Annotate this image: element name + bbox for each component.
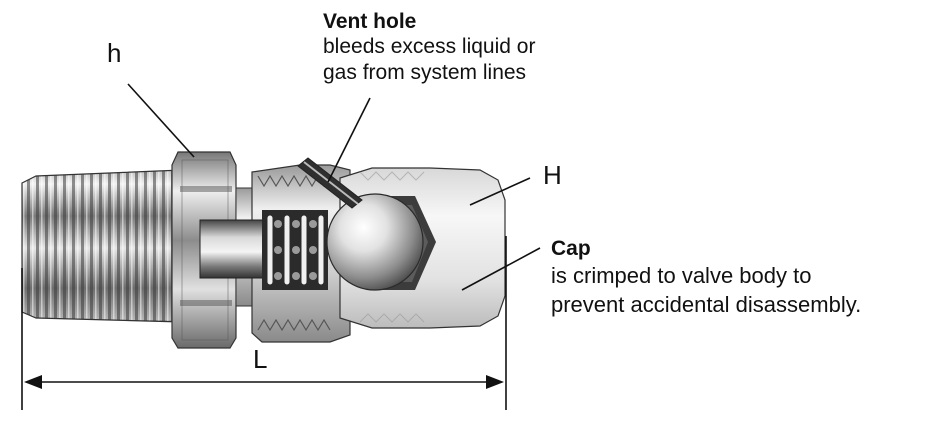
cap-desc-line-1: is crimped to valve body to [551,263,812,288]
leader-h [127,83,195,158]
arrowhead-right [486,375,504,389]
vent-hole-desc-line-2: gas from system lines [323,61,527,84]
label-L: L [253,344,268,374]
arrowhead-left [24,375,42,389]
cap-desc-line-2: prevent accidental disassembly. [551,292,862,317]
leader-lines [127,83,541,291]
cap-title: Cap [551,237,591,260]
label-h: h [107,38,122,68]
dimension-L [21,236,507,410]
leader-H [469,177,531,206]
vent-hole-title: Vent hole [323,10,417,33]
ball [326,193,424,291]
leader-cap [461,247,541,291]
cap-callout: Cap is crimped to valve body to prevent … [551,237,861,319]
vent-hole [297,157,363,209]
spring-chamber [262,210,328,290]
stem [199,219,271,279]
threaded-end [21,169,183,323]
leader-vent-hole [327,97,371,183]
label-H: H [543,160,562,190]
vent-hole-callout: Vent hole bleeds excess liquid or gas fr… [323,10,535,86]
vent-hole-desc-line-1: bleeds excess liquid or [323,35,536,58]
